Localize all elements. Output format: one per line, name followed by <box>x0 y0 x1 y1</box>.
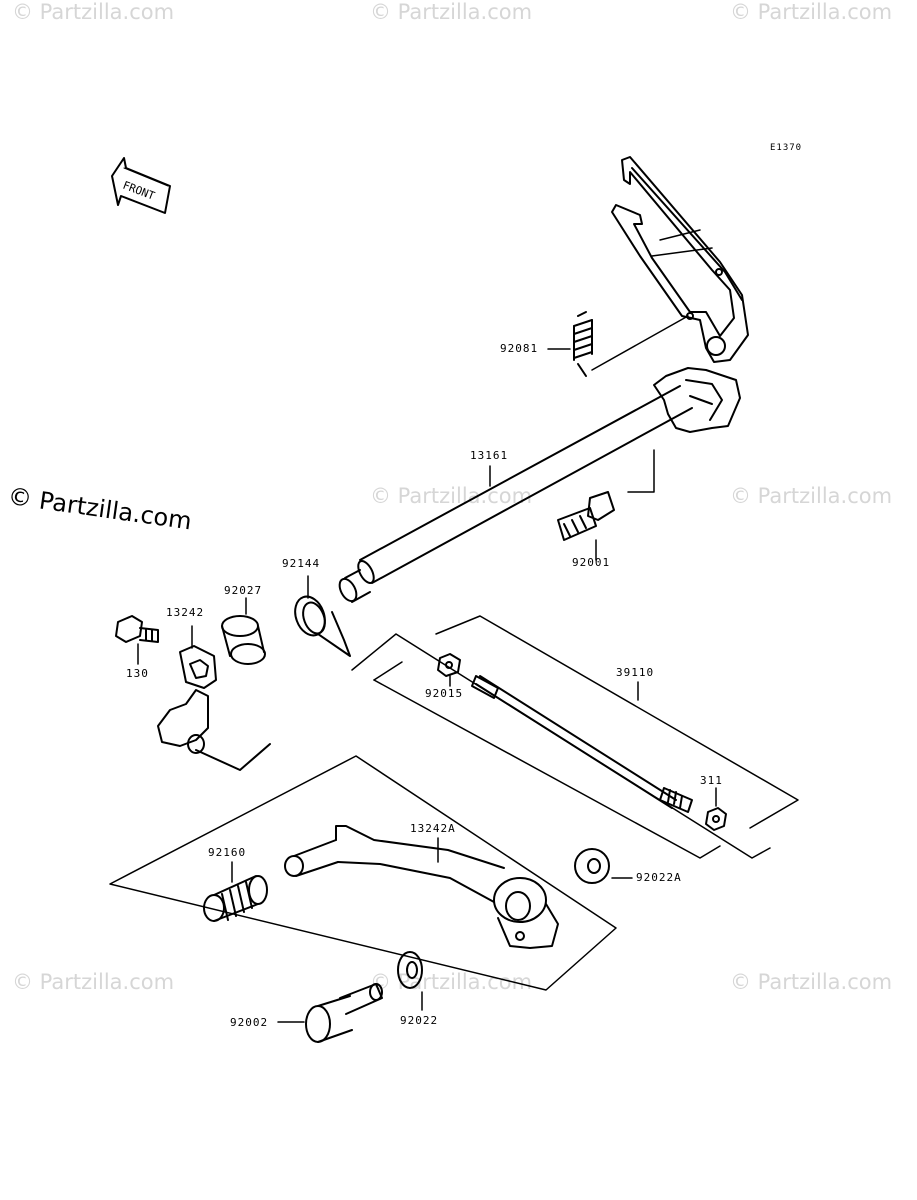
label-13161: 13161 <box>470 449 509 462</box>
bolt-130 <box>115 615 159 643</box>
label-92144: 92144 <box>282 557 321 570</box>
spring-92160 <box>203 875 268 922</box>
label-92022a: 92022A <box>636 871 682 884</box>
tie-rod-39110 <box>471 675 693 813</box>
spring-92144 <box>294 595 351 657</box>
watermark: © Partzilla.com <box>730 970 893 994</box>
lever-13242 <box>157 645 271 771</box>
shift-pedal <box>284 825 559 949</box>
label-311: 311 <box>700 774 723 787</box>
watermark: © Partzilla.com <box>730 484 893 508</box>
watermark: © Partzilla.com <box>12 0 175 24</box>
front-label: FRONT <box>121 179 157 203</box>
shift-shaft <box>338 367 741 603</box>
label-92001: 92001 <box>572 556 611 569</box>
spring-92081 <box>573 311 593 377</box>
label-39110: 39110 <box>616 666 655 679</box>
label-13242: 13242 <box>166 606 205 619</box>
washer-92022 <box>397 951 423 989</box>
bolt-92001 <box>557 491 615 541</box>
label-92027: 92027 <box>224 584 263 597</box>
watermark: © Partzilla.com <box>730 0 893 24</box>
watermark: © Partzilla.com <box>370 0 533 24</box>
box-39110 <box>351 615 799 859</box>
box-13242a <box>109 755 617 991</box>
leader-lines <box>137 315 717 1023</box>
label-92022: 92022 <box>400 1014 439 1027</box>
shift-arm <box>611 156 749 363</box>
label-13242a: 13242A <box>410 822 456 835</box>
label-92160: 92160 <box>208 846 247 859</box>
pin-92002 <box>305 983 383 1043</box>
collar-92027 <box>221 615 266 665</box>
label-92015: 92015 <box>425 687 464 700</box>
watermark: © Partzilla.com <box>12 970 175 994</box>
watermark: © Partzilla.com <box>370 970 533 994</box>
diagram-code: E1370 <box>770 143 803 153</box>
washer-92022a <box>574 848 610 884</box>
label-92081: 92081 <box>500 342 539 355</box>
front-arrow-icon: FRONT <box>111 157 171 214</box>
watermark: © Partzilla.com <box>370 484 533 508</box>
label-130: 130 <box>126 667 149 680</box>
nut-311 <box>705 807 727 831</box>
label-92002: 92002 <box>230 1016 269 1029</box>
